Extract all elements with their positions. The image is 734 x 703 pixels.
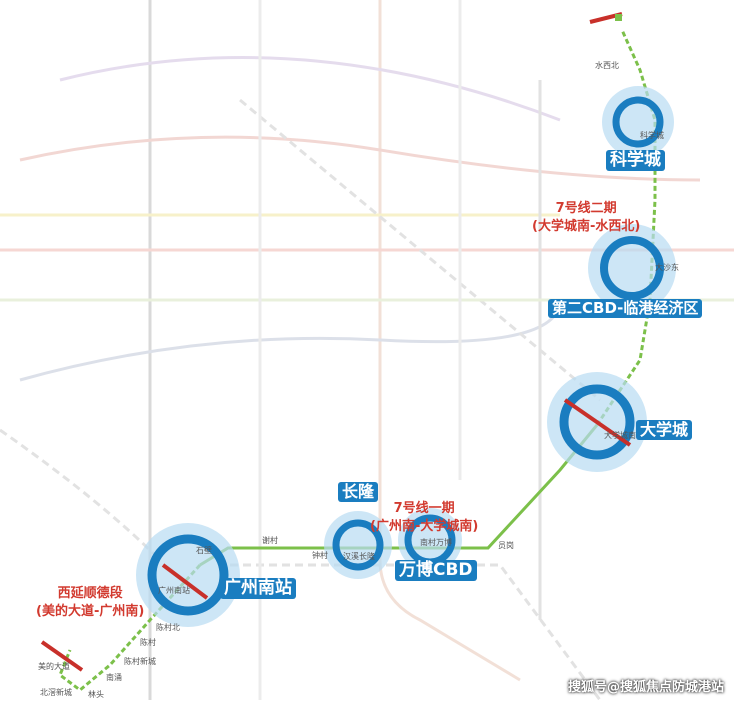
- station-label: 大沙东: [655, 263, 679, 272]
- west-ext-range: (美的大道-广州南): [36, 603, 145, 619]
- watermark: 搜狐号@搜狐焦点防城港站: [567, 680, 724, 695]
- phase2-title: 7号线二期: [555, 201, 617, 216]
- station-label: 南涌: [106, 673, 122, 682]
- phase2-range: (大学城南-水西北): [532, 218, 641, 234]
- hub-label-cbd2: 第二CBD-临港经济区: [548, 299, 703, 318]
- station-label: 谢村: [262, 536, 278, 545]
- station-label: 南村万博: [420, 538, 452, 547]
- hub-circle-guangzhou-south: [136, 523, 240, 627]
- hub-label-university-town: 大学城: [636, 420, 693, 440]
- line-7-phase2: [595, 29, 657, 426]
- station-label: 钟村: [312, 551, 328, 560]
- hub-circle-changlong: [324, 511, 392, 579]
- hub-circle-cbd2: [588, 224, 676, 312]
- station-label: 水西北: [595, 61, 619, 70]
- station-label: 陈村新城: [124, 657, 156, 666]
- station-label: 林头: [88, 690, 104, 699]
- line-7-west-extension: [58, 563, 202, 692]
- station-label: 大学城南: [604, 431, 636, 440]
- hub-label-wanbo: 万博CBD: [395, 560, 477, 582]
- hub-label-changlong: 长隆: [338, 482, 379, 502]
- hub-circles: [136, 86, 676, 627]
- station-label: 陈村北: [156, 623, 180, 632]
- station-label: 美的大道: [38, 662, 70, 671]
- hub-circle-science-city: [602, 86, 674, 158]
- phase2-annotation: 7号线二期 (大学城南-水西北): [532, 200, 640, 235]
- station-label: 陈村: [140, 638, 156, 647]
- station-label: 石壁: [196, 546, 212, 555]
- station-label: 北滘新城: [40, 688, 72, 697]
- phase1-annotation: 7号线一期 (广州南-大学城南): [370, 500, 478, 535]
- phase1-title: 7号线一期: [393, 501, 455, 516]
- station-label: 广州南站: [158, 586, 190, 595]
- hub-label-guangzhou-south: 广州南站: [220, 578, 296, 600]
- west-extension-annotation: 西延顺德段 (美的大道-广州南): [36, 585, 144, 620]
- west-ext-title: 西延顺德段: [57, 586, 123, 601]
- station-label: 汉溪长隆: [343, 552, 375, 561]
- hub-label-science-city: 科学城: [606, 150, 665, 172]
- station-label: 科学城: [640, 131, 664, 140]
- phase1-range: (广州南-大学城南): [370, 518, 479, 534]
- line-7-badge: [615, 14, 622, 21]
- station-label: 员岗: [498, 541, 514, 550]
